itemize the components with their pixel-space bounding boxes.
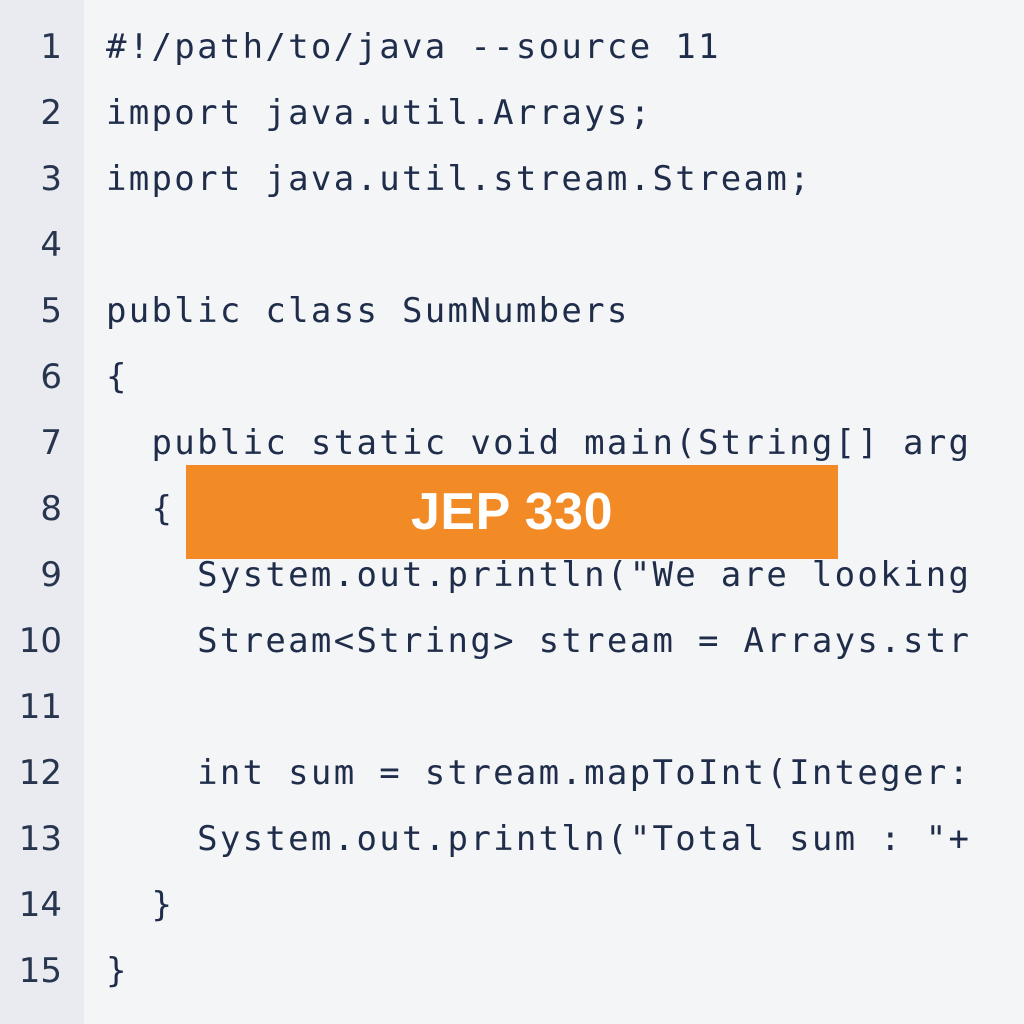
line-number: 11: [18, 687, 62, 727]
code-line: 3 import java.util.stream.Stream;: [0, 146, 1024, 212]
line-number: 10: [18, 621, 62, 661]
line-number: 2: [40, 93, 62, 133]
code-text: {: [106, 357, 129, 397]
code-line: 10 Stream<String> stream = Arrays.str: [0, 608, 1024, 674]
code-line: 8 {: [0, 476, 1024, 542]
code-line: 4: [0, 212, 1024, 278]
code-line: 15 }: [0, 938, 1024, 1004]
line-number-gutter: [0, 0, 84, 1024]
line-number: 5: [40, 291, 62, 331]
line-number: 15: [18, 951, 62, 991]
code-line: 9 System.out.println("We are looking: [0, 542, 1024, 608]
line-number: 7: [40, 423, 62, 463]
line-number: 12: [18, 753, 62, 793]
code-text: Stream<String> stream = Arrays.str: [106, 621, 972, 661]
code-text: #!/path/to/java --source 11: [106, 27, 721, 67]
line-number: 8: [40, 489, 62, 529]
code-text: }: [106, 951, 129, 991]
code-line: 6 {: [0, 344, 1024, 410]
code-line: 7 public static void main(String[] arg: [0, 410, 1024, 476]
code-text: System.out.println("Total sum : "+: [106, 819, 972, 859]
line-number: 3: [40, 159, 62, 199]
code-text: import java.util.stream.Stream;: [106, 159, 812, 199]
code-line: 11: [0, 674, 1024, 740]
code-text: {: [106, 489, 175, 529]
line-number: 14: [18, 885, 62, 925]
code-line: 12 int sum = stream.mapToInt(Integer:: [0, 740, 1024, 806]
code-text: public class SumNumbers: [106, 291, 630, 331]
line-number: 13: [18, 819, 62, 859]
code-line: 14 }: [0, 872, 1024, 938]
line-number: 9: [40, 555, 62, 595]
line-number: 4: [40, 225, 62, 265]
code-text: System.out.println("We are looking: [106, 555, 972, 595]
line-number: 1: [40, 27, 62, 67]
code-text: }: [106, 885, 175, 925]
code-text: import java.util.Arrays;: [106, 93, 653, 133]
code-line: 13 System.out.println("Total sum : "+: [0, 806, 1024, 872]
jep-banner: JEP 330: [186, 465, 838, 559]
code-line: 2 import java.util.Arrays;: [0, 80, 1024, 146]
code-line: 5 public class SumNumbers: [0, 278, 1024, 344]
code-line: 1 #!/path/to/java --source 11: [0, 14, 1024, 80]
code-text: int sum = stream.mapToInt(Integer:: [106, 753, 972, 793]
line-number: 6: [40, 357, 62, 397]
banner-title: JEP 330: [410, 483, 614, 541]
code-text: public static void main(String[] arg: [106, 423, 972, 463]
